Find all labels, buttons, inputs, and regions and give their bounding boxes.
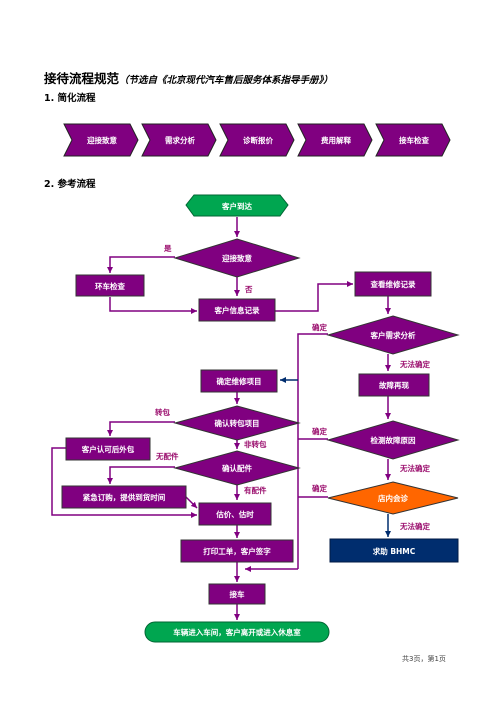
node-consult-label: 店内会诊 <box>378 493 408 503</box>
chevron-step-1-label: 迎接致意 <box>87 135 117 145</box>
chevron-step-1: 迎接致意 <box>63 123 139 157</box>
label-confirmed-1: 确定 <box>312 322 327 332</box>
page-subtitle: （节选自《北京现代汽车售后服务体系指导手册》） <box>119 75 333 86</box>
connectors <box>51 217 391 620</box>
node-parts-decision: 确认配件 <box>173 450 301 486</box>
chevron-step-3-label: 诊断报价 <box>243 135 273 145</box>
node-print-order: 打印工单，客户签字 <box>180 539 294 563</box>
chevron-step-4: 费用解释 <box>297 123 373 157</box>
node-subcontract-decision: 确认转包项目 <box>173 405 301 441</box>
section-heading-simplified: 1. 简化流程 <box>44 93 96 104</box>
branch-labels: 是 否 确定 无法确定 转包 确定 非转包 无配件 无法确定 有配件 确定 无法… <box>155 243 430 531</box>
node-diagnose-label: 检测故障原因 <box>371 435 416 445</box>
node-subcontract-label: 确认转包项目 <box>215 418 260 428</box>
node-end: 车辆进入车间，客户离开或进入休息室 <box>144 621 330 643</box>
arrow-info-records <box>275 281 353 312</box>
label-confirmed-3: 确定 <box>312 483 327 493</box>
node-consult-decision: 店内会诊 <box>327 481 459 515</box>
label-non-subcontract: 非转包 <box>244 439 267 449</box>
node-check-records: 查看维修记录 <box>354 271 432 297</box>
page-footer: 共3页，第1页 <box>402 655 446 663</box>
node-help-label: 求助 BHMC <box>373 546 416 556</box>
node-reproduce: 故障再现 <box>358 373 430 397</box>
node-walkaround-label: 环车检查 <box>95 281 125 291</box>
label-cannot-confirm-3: 无法确定 <box>399 521 430 531</box>
label-has-parts: 有配件 <box>244 485 267 495</box>
label-subcontract: 转包 <box>155 407 170 417</box>
page-title: 接待流程规范（节选自《北京现代汽车售后服务体系指导手册》） <box>44 71 333 86</box>
node-estimate: 估价、估时 <box>198 502 272 526</box>
section-heading-reference: 2. 参考流程 <box>44 179 96 190</box>
node-estimate-label: 估价、估时 <box>215 509 254 519</box>
node-info-record-label: 客户信息记录 <box>214 305 260 315</box>
arrow-subcontract-outsource <box>107 421 175 436</box>
arrow-greet-walkaround <box>107 256 175 273</box>
node-confirm-items-label: 确定维修项目 <box>217 376 262 386</box>
node-end-label: 车辆进入车间，客户离开或进入休息室 <box>173 627 301 637</box>
label-no-parts: 无配件 <box>155 451 179 461</box>
node-reception-label: 接车 <box>230 589 245 599</box>
node-needs-decision: 客户需求分析 <box>326 315 460 355</box>
chevron-step-3: 诊断报价 <box>219 123 295 157</box>
node-print-order-label: 打印工单，客户签字 <box>203 546 271 556</box>
node-arrival: 客户到达 <box>185 194 289 217</box>
chevron-step-2-label: 需求分析 <box>165 135 195 145</box>
node-outsource-label: 客户认可后外包 <box>81 444 135 454</box>
arrow-parts-urgent <box>107 466 175 484</box>
label-cannot-confirm-2: 无法确定 <box>399 463 430 473</box>
arrow-walkaround-info <box>109 297 197 314</box>
chevron-step-5-label: 接车检查 <box>399 135 429 145</box>
node-info-record: 客户信息记录 <box>198 298 276 322</box>
node-urgent-order: 紧急订购，提供到货时间 <box>61 485 187 509</box>
node-greet-decision: 迎接致意 <box>173 238 301 278</box>
node-greet-label: 迎接致意 <box>222 253 252 263</box>
connectors-navy <box>280 377 391 537</box>
simplified-flow: 迎接致意 需求分析 诊断报价 费用解释 接车检查 <box>63 123 451 157</box>
node-walkaround: 环车检查 <box>75 274 145 297</box>
node-parts-label: 确认配件 <box>222 463 252 473</box>
label-yes: 是 <box>163 243 172 253</box>
node-reproduce-label: 故障再现 <box>379 380 409 390</box>
node-help: 求助 BHMC <box>329 538 459 563</box>
label-no: 否 <box>244 285 253 294</box>
node-outsource: 客户认可后外包 <box>65 437 151 461</box>
node-reception: 接车 <box>208 583 266 605</box>
node-needs-label: 客户需求分析 <box>370 330 416 340</box>
node-arrival-label: 客户到达 <box>221 201 252 211</box>
node-check-records-label: 查看维修记录 <box>371 279 416 289</box>
node-confirm-items: 确定维修项目 <box>200 369 278 393</box>
chevron-step-5: 接车检查 <box>375 123 451 157</box>
line-needs-confirmed <box>297 333 328 569</box>
label-confirmed-2: 确定 <box>312 426 327 436</box>
node-urgent-order-label: 紧急订购，提供到货时间 <box>83 492 166 502</box>
chevron-step-2: 需求分析 <box>141 123 217 157</box>
label-cannot-confirm-1: 无法确定 <box>399 359 430 369</box>
node-diagnose-decision: 检测故障原因 <box>326 420 460 460</box>
arrow-urgent-estimate <box>185 496 198 509</box>
chevron-step-4-label: 费用解释 <box>321 135 351 145</box>
